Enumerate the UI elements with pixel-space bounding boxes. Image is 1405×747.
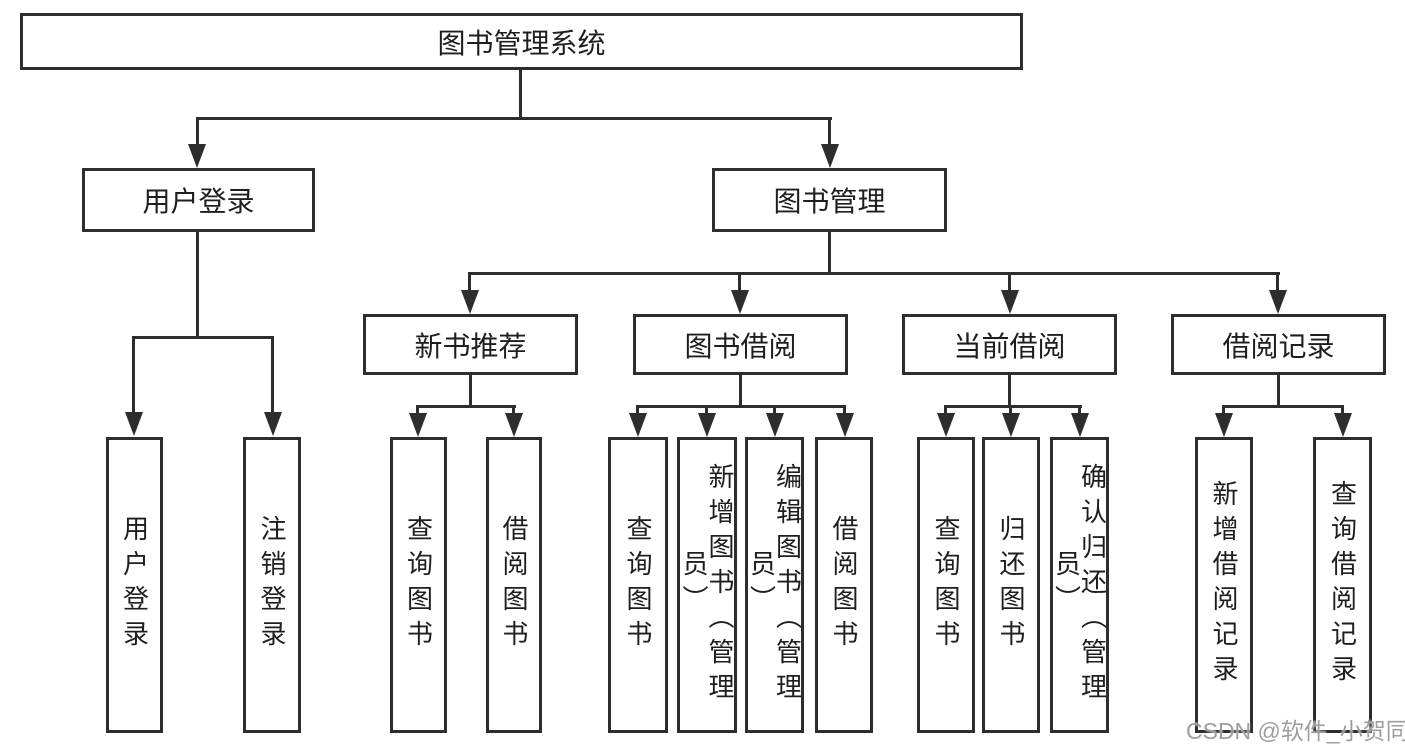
connector-drop-leaf-logout (271, 336, 274, 414)
node-borrow-records: 借阅记录 (1171, 314, 1386, 375)
connector-drop (843, 405, 846, 416)
arrow-down-icon (264, 412, 282, 436)
connector-drop-user-login (196, 117, 199, 146)
connector-drop (636, 405, 639, 416)
leaf-borrow-books-borrow: 借阅图书 (815, 437, 873, 733)
leaf-confirm-return-admin: 确认归还（管理员） (1050, 437, 1109, 733)
connector-book-borrow-trunk (739, 375, 742, 408)
connector-drop (512, 405, 515, 416)
connector-drop (944, 405, 947, 416)
leaf-logout: 注销登录 (243, 437, 301, 733)
connector-book-borrow-rail (636, 405, 846, 408)
leaf-add-books-admin: 新增图书（管理员） (677, 437, 737, 733)
connector-level2-rail (468, 272, 1280, 275)
arrow-down-icon (1269, 290, 1287, 314)
connector-drop (1222, 405, 1225, 416)
leaf-user-login: 用户登录 (106, 437, 163, 733)
connector-book-management-trunk (828, 232, 831, 275)
connector-drop-new-book (468, 272, 471, 292)
arrow-down-icon (409, 413, 427, 437)
connector-drop-current-borrow (1008, 272, 1011, 292)
connector-borrow-records-trunk (1277, 375, 1280, 408)
connector-drop (705, 405, 708, 416)
arrow-down-icon (766, 413, 784, 437)
node-library-management-system: 图书管理系统 (20, 13, 1023, 70)
node-current-borrow: 当前借阅 (902, 314, 1117, 375)
arrow-down-icon (505, 413, 523, 437)
node-book-management: 图书管理 (712, 168, 947, 232)
leaf-query-books-borrow: 查询图书 (608, 437, 668, 733)
node-user-login: 用户登录 (82, 168, 315, 232)
arrow-down-icon (1001, 290, 1019, 314)
leaf-add-borrow-record: 新增借阅记录 (1195, 437, 1253, 733)
arrow-down-icon (188, 144, 206, 168)
connector-user-login-rail (132, 336, 274, 339)
connector-drop-book-management (828, 117, 831, 146)
connector-drop (416, 405, 419, 416)
connector-drop-book-borrow (738, 272, 741, 292)
arrow-down-icon (821, 144, 839, 168)
connector-borrow-records-rail (1222, 405, 1344, 408)
arrow-down-icon (461, 290, 479, 314)
leaf-borrow-books-recommend: 借阅图书 (486, 437, 542, 733)
arrow-down-icon (836, 413, 854, 437)
watermark: CSDN @软件_小贺同学 (1186, 718, 1405, 744)
connector-new-book-rail (416, 405, 516, 408)
arrow-down-icon (1215, 413, 1233, 437)
connector-user-login-trunk (196, 232, 199, 338)
arrow-down-icon (1334, 413, 1352, 437)
leaf-query-books-current: 查询图书 (917, 437, 975, 733)
connector-drop (1341, 405, 1344, 416)
arrow-down-icon (731, 290, 749, 314)
arrow-down-icon (698, 413, 716, 437)
connector-drop (773, 405, 776, 416)
leaf-return-books: 归还图书 (982, 437, 1040, 733)
connector-new-book-trunk (469, 375, 472, 408)
arrow-down-icon (1071, 413, 1089, 437)
connector-drop (1078, 405, 1081, 416)
connector-current-borrow-trunk (1008, 375, 1011, 408)
arrow-down-icon (125, 412, 143, 436)
connector-current-borrow-rail (944, 405, 1082, 408)
node-new-book-recommend: 新书推荐 (363, 314, 578, 375)
leaf-query-borrow-record: 查询借阅记录 (1313, 437, 1372, 733)
arrow-down-icon (629, 413, 647, 437)
connector-drop-leaf-user-login (132, 336, 135, 414)
leaf-edit-books-admin: 编辑图书（管理员） (745, 437, 804, 733)
arrow-down-icon (937, 413, 955, 437)
connector-drop (1009, 405, 1012, 416)
connector-root-trunk (519, 69, 522, 119)
node-book-borrow: 图书借阅 (633, 314, 848, 375)
connector-drop-borrow-record (1276, 272, 1279, 292)
leaf-query-books-recommend: 查询图书 (390, 437, 447, 733)
arrow-down-icon (1002, 413, 1020, 437)
connector-level1-rail (196, 117, 832, 120)
